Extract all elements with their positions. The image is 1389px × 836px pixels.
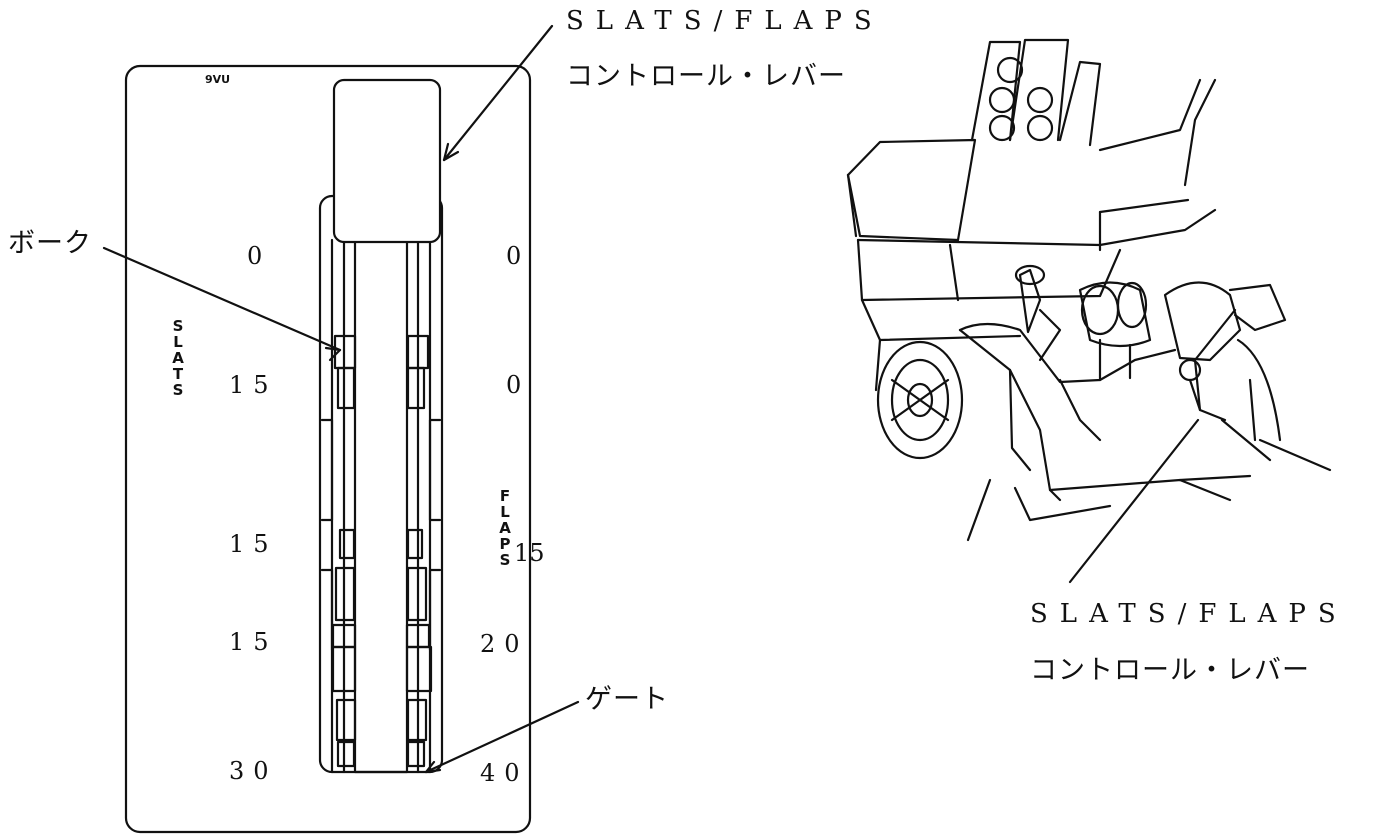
callout-cockpit-lever-line — [1068, 418, 1200, 584]
flaps-letter: A — [499, 519, 511, 537]
flaps-value: 0 — [506, 371, 531, 399]
slats-value: 15 — [229, 530, 278, 558]
detents-right — [405, 334, 442, 768]
callout-cockpit-lever-en: SLATS/FLAPS — [1030, 599, 1348, 629]
lever-slot — [353, 238, 409, 774]
slats-letter: S — [172, 381, 184, 399]
callout-pawl-arrow — [102, 246, 342, 362]
flaps-value: 40 — [480, 759, 529, 787]
flaps-value: 15 — [514, 539, 545, 567]
slats-letter: L — [173, 333, 183, 351]
slats-value: 15 — [229, 628, 278, 656]
flaps-axis-label: F L A P S — [496, 488, 514, 568]
lever-knob — [332, 78, 442, 244]
flaps-value: 0 — [506, 242, 531, 270]
detents-left — [320, 334, 357, 768]
callout-gate-arrow — [424, 700, 580, 774]
flaps-letter: P — [499, 535, 511, 553]
lever-track-outline — [318, 194, 444, 774]
flaps-letter: F — [499, 487, 511, 505]
flaps-letter: L — [500, 503, 510, 521]
slats-value: 0 — [247, 242, 272, 270]
callout-lever-top-jp: コントロール・レバー — [566, 61, 846, 92]
callout-pawl: ボーク — [8, 228, 92, 259]
callout-gate: ゲート — [585, 684, 669, 715]
slats-value: 30 — [229, 757, 278, 785]
panel-tag: 9VU — [205, 73, 231, 86]
cockpit-pedestal-sketch — [846, 38, 1332, 542]
slats-axis-label: S L A T S — [169, 318, 187, 398]
flaps-value: 20 — [480, 630, 529, 658]
callout-cockpit-lever-jp: コントロール・レバー — [1030, 655, 1310, 686]
callout-lever-top-en: SLATS/FLAPS — [566, 6, 884, 36]
slats-letter: A — [172, 349, 184, 367]
slats-letter: T — [172, 365, 184, 383]
flaps-letter: S — [499, 551, 511, 569]
selector-panel-outline — [124, 64, 532, 834]
slats-value: 15 — [229, 371, 278, 399]
slats-letter: S — [172, 317, 184, 335]
callout-lever-top-arrow — [442, 24, 554, 162]
